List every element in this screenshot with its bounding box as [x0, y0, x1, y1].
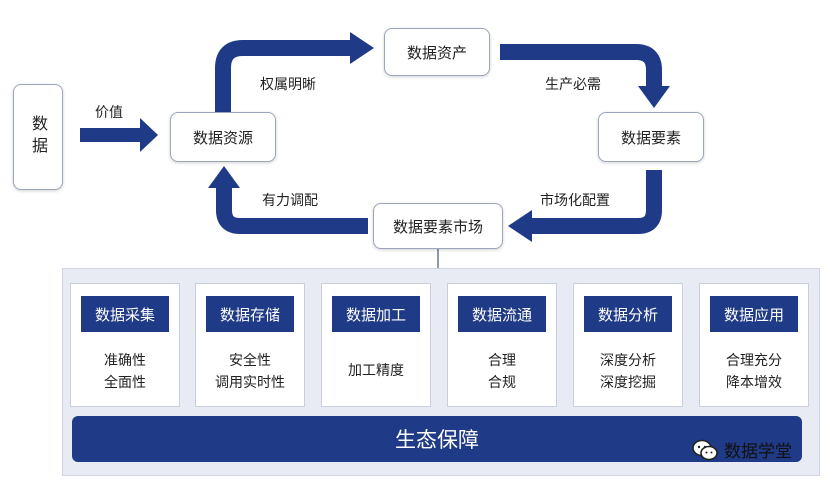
stage-desc: 深度挖掘: [600, 375, 656, 391]
stage-desc: 安全性: [229, 353, 271, 369]
stage-card-collect: 数据采集 准确性 全面性: [70, 283, 180, 407]
stage-card-process: 数据加工 加工精度: [321, 283, 431, 407]
foundation-label: 生态保障: [395, 428, 479, 452]
stage-desc: 调用实时性: [215, 375, 285, 391]
stage-desc: 合规: [488, 375, 516, 391]
label-ownership: 权属明晰: [260, 77, 316, 93]
arrow-data-to-resource: [80, 118, 158, 152]
stage-desc: 全面性: [104, 375, 146, 391]
stage-desc: 准确性: [104, 353, 146, 369]
stage-title: 数据采集: [81, 296, 169, 332]
stage-desc: 深度分析: [600, 353, 656, 369]
arrow-element-to-market: [508, 170, 662, 242]
arrow-resource-to-asset: [215, 32, 374, 112]
node-data: 数据: [13, 84, 63, 190]
node-data-resource: 数据资源: [170, 112, 276, 162]
stage-title: 数据应用: [710, 296, 798, 332]
stage-desc: 降本增效: [726, 375, 782, 391]
stage-card-apply: 数据应用 合理充分 降本增效: [699, 283, 809, 407]
stage-desc: 合理充分: [726, 353, 782, 369]
foundation-bar: 生态保障: [72, 416, 802, 462]
wechat-icon: [692, 439, 718, 460]
watermark-text: 数据学堂: [724, 442, 792, 462]
stage-title: 数据流通: [458, 296, 546, 332]
label-value: 价值: [95, 105, 123, 121]
stage-card-store: 数据存储 安全性 调用实时性: [195, 283, 305, 407]
arrow-asset-to-element: [500, 44, 670, 108]
node-data-market: 数据要素市场: [373, 203, 503, 249]
label-regulation: 有力调配: [262, 193, 318, 209]
stage-title: 数据存储: [206, 296, 294, 332]
label-production: 生产必需: [545, 77, 601, 93]
stage-title: 数据加工: [332, 296, 420, 332]
stage-desc: 加工精度: [348, 363, 404, 379]
stage-card-circulate: 数据流通 合理 合规: [447, 283, 557, 407]
stage-card-analyze: 数据分析 深度分析 深度挖掘: [573, 283, 683, 407]
stage-title: 数据分析: [584, 296, 672, 332]
node-data-asset: 数据资产: [384, 28, 490, 76]
watermark: 数据学堂: [692, 437, 792, 462]
stage-desc: 合理: [488, 353, 516, 369]
node-data-element: 数据要素: [598, 112, 704, 162]
label-market-allocation: 市场化配置: [540, 193, 610, 209]
arrow-market-to-resource: [208, 166, 368, 234]
